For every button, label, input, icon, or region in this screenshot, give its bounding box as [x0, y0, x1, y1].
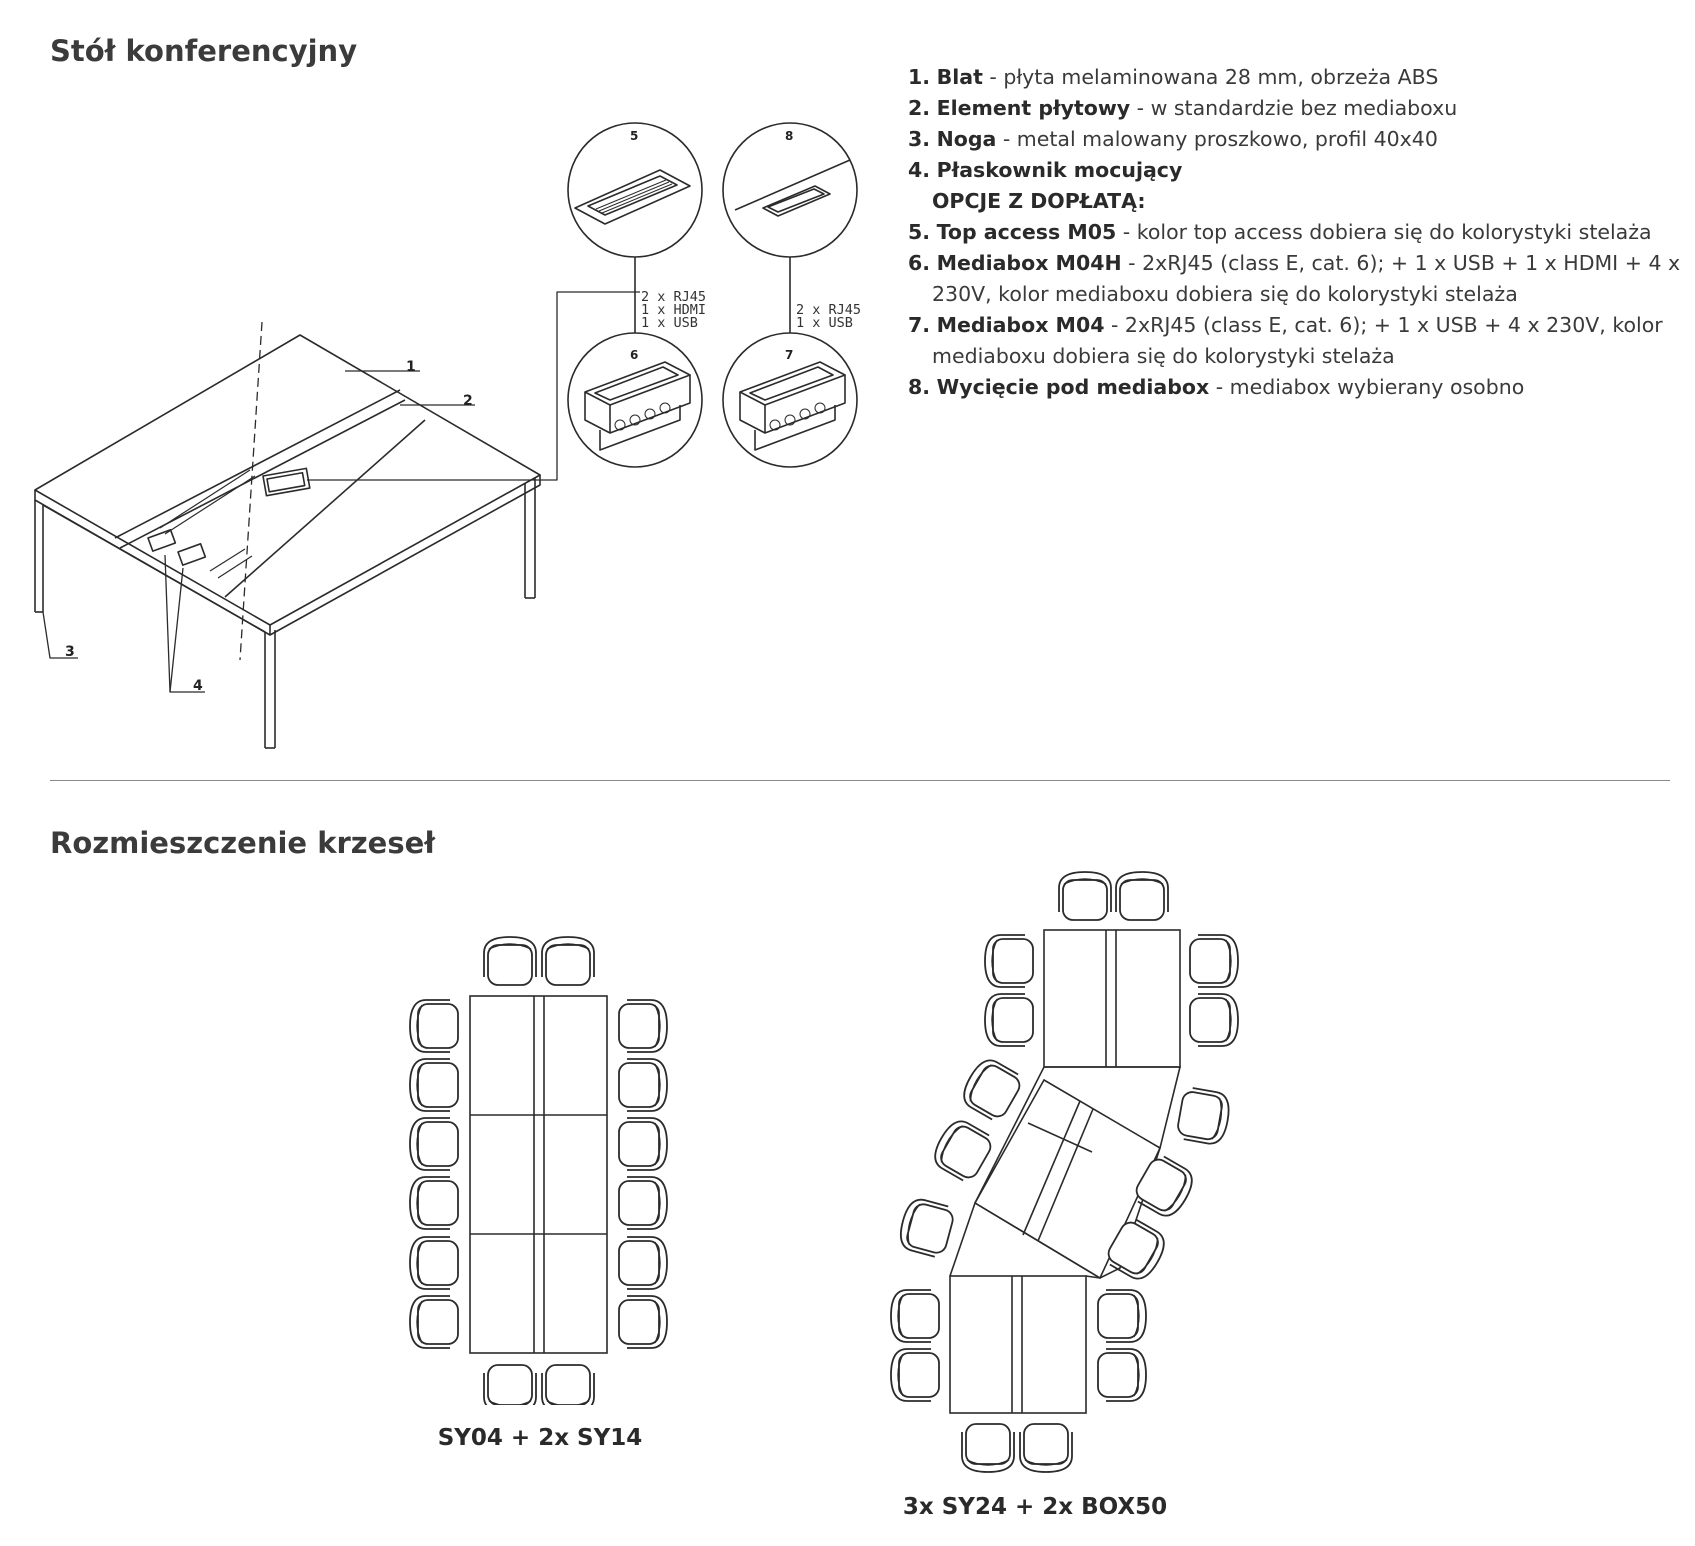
part-label-3: 3: [65, 644, 75, 660]
table-section-title: Stół konferencyjny: [50, 34, 358, 68]
spec-item: 4. Płaskownik mocujący: [908, 158, 1183, 182]
layout-angled: [890, 871, 1239, 1473]
spec-item: 6. Mediabox M04H - 2xRJ45 (class E, cat.…: [908, 251, 1681, 306]
spec-item: 8. Wycięcie pod mediabox - mediabox wybi…: [908, 375, 1525, 399]
callout-6-line-1: 2 x RJ45: [641, 289, 706, 305]
chairs: [409, 936, 668, 1405]
part-label-1: 1: [406, 359, 416, 375]
layout-rectangular: [409, 936, 668, 1405]
spec-list: 1. Blat - płyta melaminowana 28 mm, obrz…: [908, 62, 1681, 403]
detail-label-7: 7: [785, 348, 793, 362]
callout-7-line-1: 2 x RJ45: [796, 302, 861, 318]
callout-6-line-2: 1 x HDMI: [641, 302, 706, 318]
spec-item: 5. Top access M05 - kolor top access dob…: [908, 220, 1652, 244]
spec-item: 3. Noga - metal malowany proszkowo, prof…: [908, 127, 1438, 151]
detail-label-8: 8: [785, 129, 793, 143]
detail-label-6: 6: [630, 348, 638, 362]
part-label-4: 4: [193, 678, 203, 694]
spec-item: 2. Element płytowy - w standardzie bez m…: [908, 96, 1458, 120]
callout-7-line-2: 1 x USB: [796, 315, 853, 331]
layout-caption-1: SY04 + 2x SY14: [437, 1425, 643, 1451]
chairs-section-title: Rozmieszczenie krzeseł: [50, 826, 436, 860]
table-drawing: 1 2 3 4 5 8 6 7 2 x RJ45 1 x HDMI 1 x US…: [34, 122, 861, 749]
callout-6-line-3: 1 x USB: [641, 315, 698, 331]
spec-item: 7. Mediabox M04 - 2xRJ45 (class E, cat. …: [908, 313, 1663, 368]
chairs: [890, 871, 1239, 1473]
detail-label-5: 5: [630, 129, 638, 143]
part-label-2: 2: [463, 393, 473, 409]
layout-caption-2: 3x SY24 + 2x BOX50: [902, 1494, 1168, 1520]
options-label: OPCJE Z DOPŁATĄ:: [932, 189, 1146, 213]
spec-item: 1. Blat - płyta melaminowana 28 mm, obrz…: [908, 65, 1439, 89]
mediabox-cutout: [262, 467, 311, 497]
section-divider: [50, 780, 1670, 781]
